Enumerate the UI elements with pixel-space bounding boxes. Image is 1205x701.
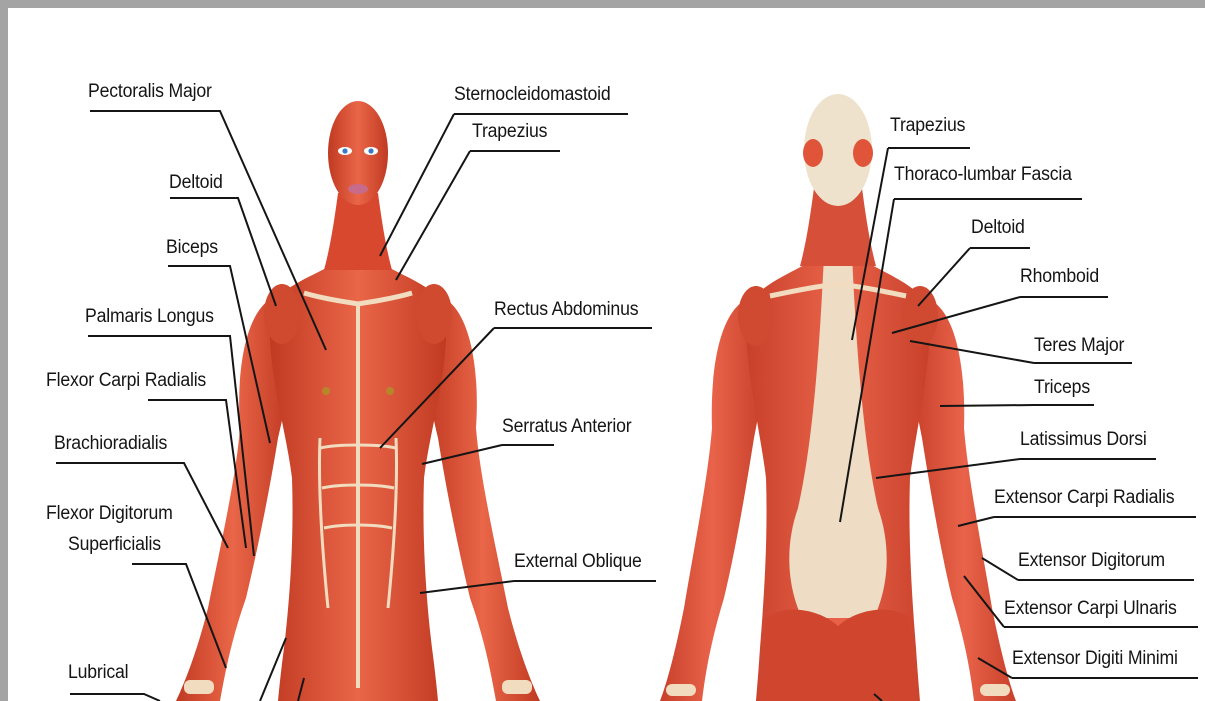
front-deltoid-left — [264, 284, 300, 344]
label-teres-major: Teres Major — [1034, 335, 1124, 357]
anatomy-diagram: Pectoralis Major Deltoid Biceps Palmaris… — [8, 8, 1205, 701]
back-deltoid-left — [738, 286, 774, 346]
leader-triceps — [940, 405, 1094, 406]
back-ear-right — [853, 139, 873, 167]
label-extensor-carpi-ulnaris: Extensor Carpi Ulnaris — [1004, 598, 1177, 620]
label-latissimus-dorsi: Latissimus Dorsi — [1020, 429, 1147, 451]
back-ear-left — [803, 139, 823, 167]
label-trapezius-back: Trapezius — [890, 115, 965, 137]
back-glute-left — [762, 610, 838, 701]
label-pectoralis-major: Pectoralis Major — [88, 81, 212, 103]
label-trapezius-front: Trapezius — [472, 121, 547, 143]
label-triceps: Triceps — [1034, 377, 1090, 399]
label-extensor-carpi-radialis: Extensor Carpi Radialis — [994, 487, 1174, 509]
label-serratus-anterior: Serratus Anterior — [502, 416, 631, 438]
label-lubrical: Lubrical — [68, 662, 128, 684]
label-sternocleidomastoid: Sternocleidomastoid — [454, 84, 611, 106]
back-deltoid-right — [902, 286, 938, 346]
label-biceps: Biceps — [166, 237, 218, 259]
label-superficialis: Superficialis — [68, 534, 161, 556]
back-glute-right — [838, 610, 914, 701]
front-figure — [176, 101, 540, 701]
leader-extensor-carpi-radialis — [958, 517, 1196, 526]
leader-latissimus-dorsi — [876, 459, 1156, 478]
front-nipple-left — [322, 387, 330, 395]
leader-trapezius-front — [396, 151, 560, 280]
front-wrist-left — [184, 680, 214, 694]
label-deltoid-front: Deltoid — [169, 172, 223, 194]
leader-external-oblique — [420, 581, 656, 593]
label-flexor-carpi-radialis: Flexor Carpi Radialis — [46, 370, 206, 392]
front-lips — [348, 184, 368, 194]
label-extensor-digitorum: Extensor Digitorum — [1018, 550, 1165, 572]
back-wrist-right — [980, 684, 1010, 696]
label-brachioradialis: Brachioradialis — [54, 433, 167, 455]
label-flexor-digitorum: Flexor Digitorum — [46, 503, 173, 525]
label-external-oblique: External Oblique — [514, 551, 642, 573]
label-thoraco-lumbar-fascia: Thoraco-lumbar Fascia — [894, 164, 1072, 186]
front-iris-right — [368, 148, 373, 153]
front-iris-left — [342, 148, 347, 153]
label-rhomboid: Rhomboid — [1020, 266, 1099, 288]
label-extensor-digiti-minimi: Extensor Digiti Minimi — [1012, 648, 1178, 670]
label-rectus-abdominus: Rectus Abdominus — [494, 299, 638, 321]
label-deltoid-back: Deltoid — [971, 217, 1025, 239]
leader-lubrical — [70, 694, 160, 701]
back-wrist-left — [666, 684, 696, 696]
leader-deltoid-back — [918, 248, 1030, 306]
label-palmaris-longus: Palmaris Longus — [85, 306, 214, 328]
front-wrist-right — [502, 680, 532, 694]
front-deltoid-right — [416, 284, 452, 344]
front-nipple-right — [386, 387, 394, 395]
